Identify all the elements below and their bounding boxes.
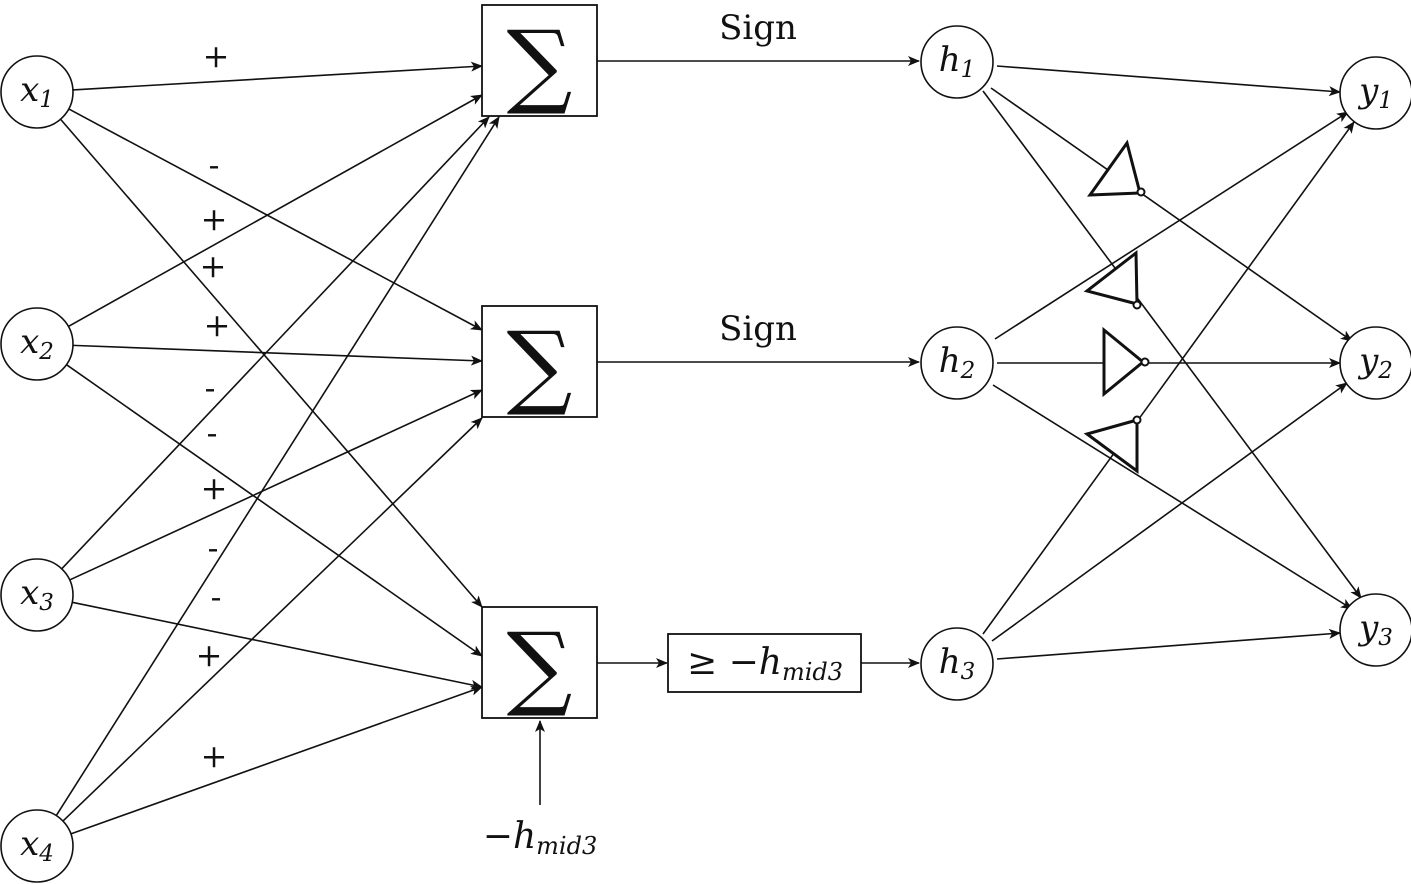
output-label-2: y2 (1357, 341, 1393, 384)
edge-h2-y3 (992, 384, 1353, 610)
edge-x4-sum1 (55, 116, 500, 817)
input-node-3 (0, 558, 74, 632)
edge-x2-sum2 (72, 344, 483, 366)
sum-box-1 (481, 4, 598, 117)
input-label-4: x4 (20, 824, 54, 867)
bias-label: −hmid3 (483, 816, 597, 861)
edge-x1-sum2 (68, 108, 483, 331)
hidden-node-2 (920, 326, 994, 400)
hidden-label-1: h1 (939, 40, 976, 83)
weight-sign: + (196, 636, 223, 674)
threshold-box (667, 633, 862, 693)
edge-h3-y2 (991, 382, 1348, 642)
edge-h3-y3 (996, 628, 1341, 660)
weight-sign: + (203, 37, 230, 75)
hidden-node-1 (920, 25, 994, 99)
hidden-node-3 (920, 627, 994, 701)
edge-h1-y1 (996, 65, 1341, 97)
weight-sign: + (200, 247, 227, 285)
output-label-3: y3 (1357, 608, 1393, 651)
input-label-1: x1 (20, 70, 54, 113)
weight-sign: - (205, 369, 216, 407)
input-node-1 (0, 55, 74, 129)
sum-symbol: ∑ (507, 11, 573, 118)
hidden-label-3: h3 (939, 642, 976, 685)
output-node-1 (1339, 56, 1411, 130)
not-gate-h2-y2 (1102, 326, 1146, 398)
input-label-2: x2 (20, 322, 54, 365)
not-gate-bubble (1132, 415, 1142, 425)
edge-x1-sum3 (59, 118, 483, 608)
input-label-3: x3 (20, 573, 54, 616)
not-gate-bubble (1132, 300, 1142, 310)
not-gate-h1-y2 (1087, 139, 1142, 197)
sum-box-2 (481, 305, 598, 418)
sum-symbol: ∑ (507, 312, 573, 419)
input-node-2 (0, 307, 74, 381)
nodes-layer: ∑ ∑ ∑ ≥ −hmid3 x1 x2 x3 x4 h1 h2 h3 y1 y2 y3 (0, 4, 1411, 883)
weight-sign: - (209, 146, 220, 184)
not-gate-bubble (1140, 357, 1150, 367)
output-node-2 (1339, 326, 1411, 400)
edge-x3-sum1 (61, 116, 490, 570)
hidden-label-2: h2 (939, 341, 976, 384)
edges-layer (55, 56, 1362, 835)
output-label-1: y1 (1357, 71, 1393, 114)
not-gate-h3-y1 (1083, 418, 1139, 474)
weight-sign: - (208, 529, 219, 567)
edge-x1-sum1 (72, 61, 483, 91)
weight-sign: + (204, 306, 231, 344)
weight-sign: + (201, 200, 228, 238)
threshold-label: ≥ −hmid3 (687, 642, 843, 687)
activation-sign-2: Sign (719, 309, 797, 349)
output-node-3 (1339, 593, 1411, 667)
edge-x3-sum3 (72, 601, 483, 690)
input-node-4 (0, 809, 74, 883)
edge-x3-sum2 (69, 389, 483, 581)
edge-h1-y3 (982, 90, 1362, 599)
weight-sign: + (201, 737, 228, 775)
weight-sign: - (211, 578, 222, 616)
edge-x2-sum1 (68, 94, 483, 328)
edge-h1-y2 (990, 87, 1353, 342)
gates-layer (1083, 139, 1150, 474)
not-gate-bubble (1136, 187, 1146, 197)
sum-box-3 (481, 606, 598, 719)
activation-sign-1: Sign (719, 8, 797, 48)
weight-sign: - (207, 414, 218, 452)
sum-symbol: ∑ (507, 613, 573, 720)
edge-x4-sum2 (62, 417, 483, 822)
edge-x2-sum3 (66, 364, 483, 657)
edge-h3-y1 (982, 121, 1355, 635)
weight-sign: + (201, 469, 228, 507)
edge-x4-sum3 (70, 685, 483, 835)
not-gate-h1-y3 (1083, 249, 1139, 306)
edge-h2-y1 (994, 111, 1349, 340)
